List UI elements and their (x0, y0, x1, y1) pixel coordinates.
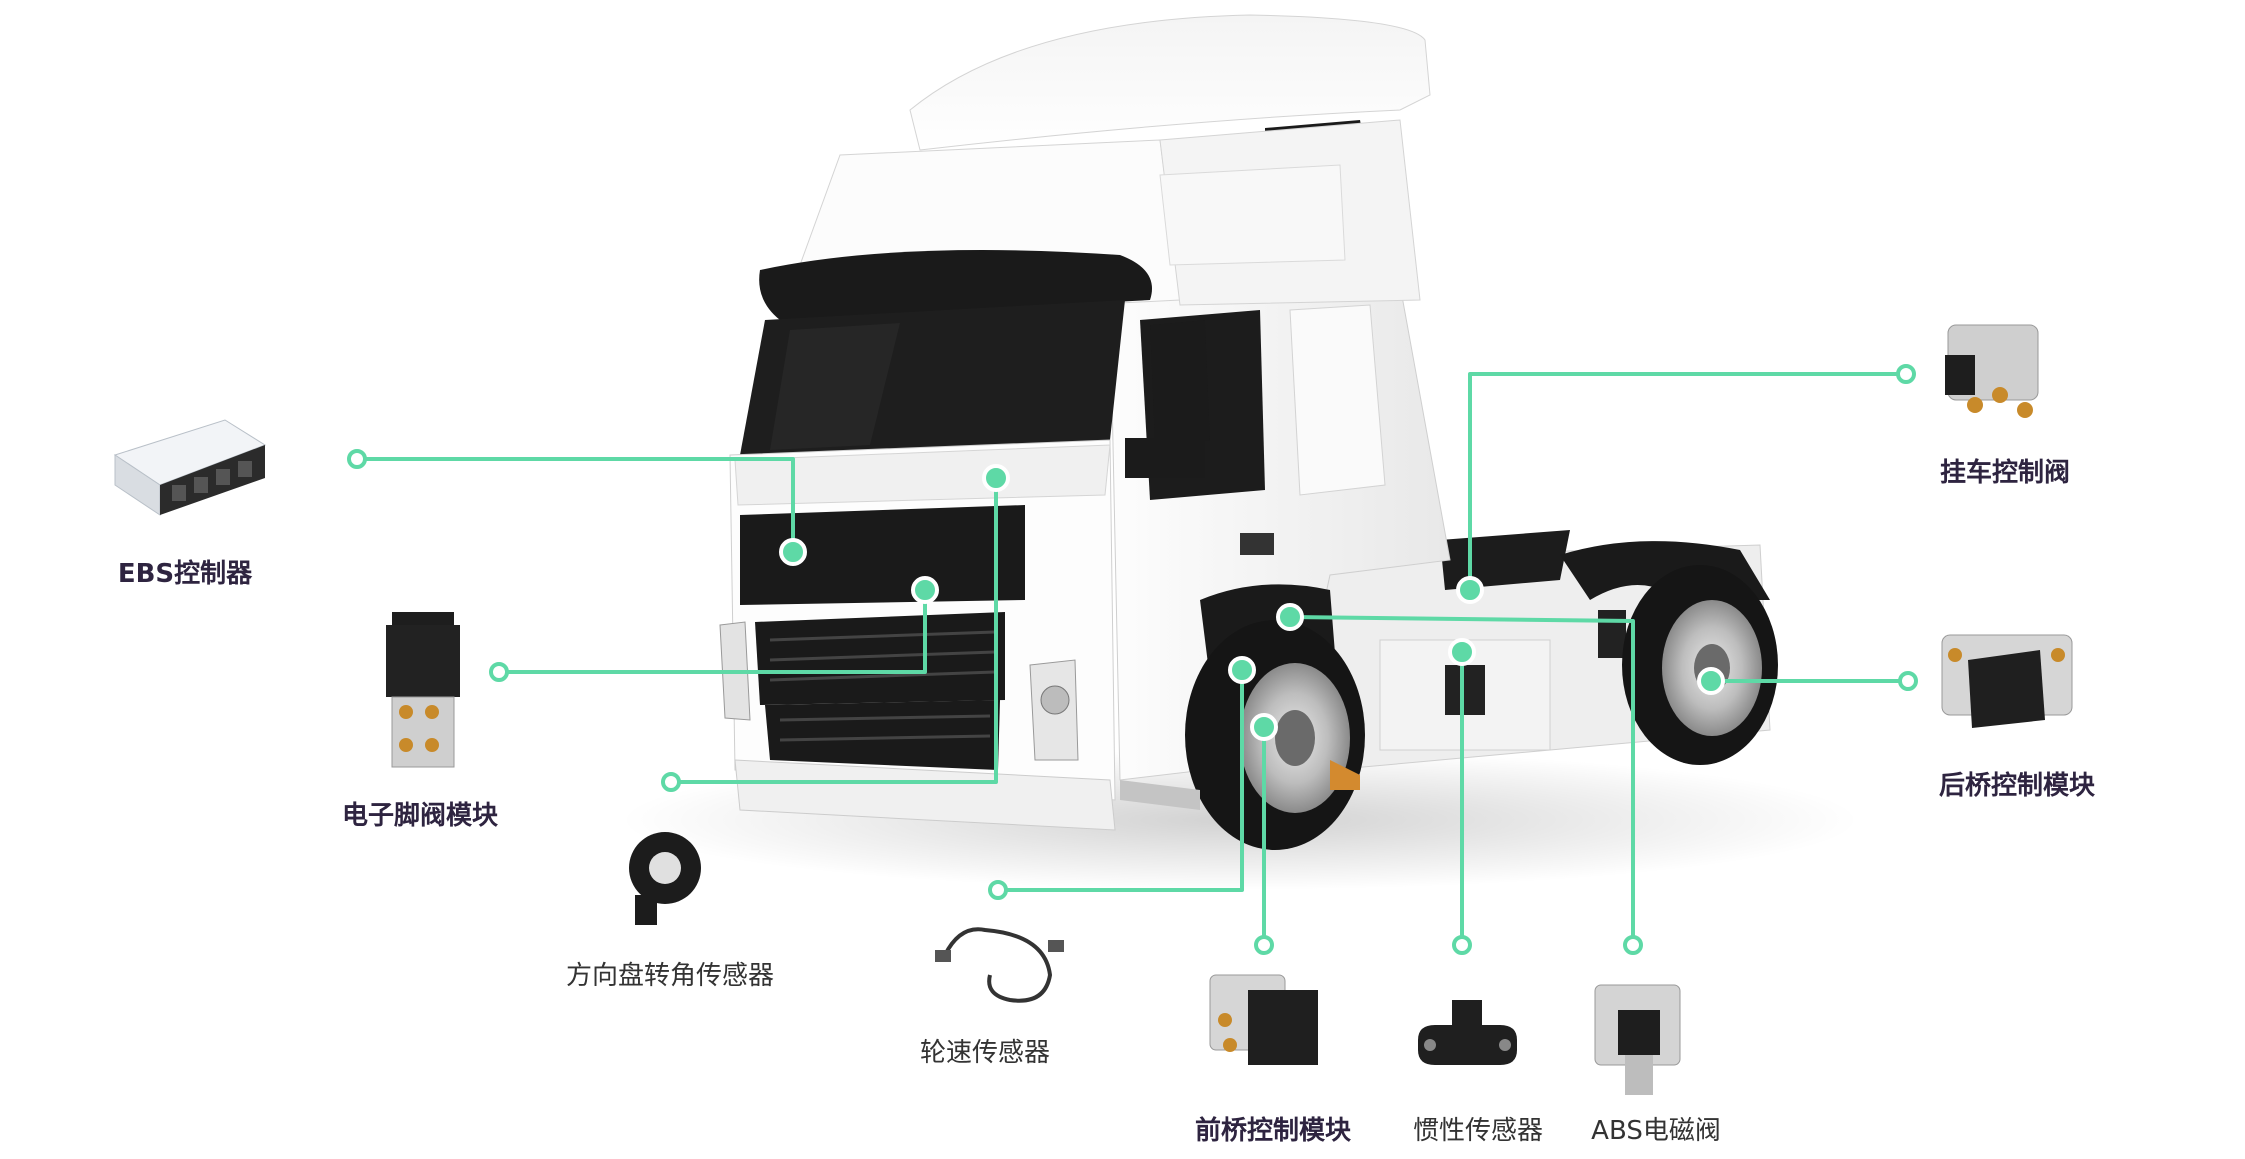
ebs-controller-image (113, 419, 267, 516)
label-abs-solenoid-valve: ABS电磁阀 (1591, 1116, 1721, 1146)
connector-lines (357, 372, 1908, 945)
hotspot-ebs-controller (779, 538, 807, 566)
front-axle-module-image (1209, 974, 1318, 1065)
hotspot-abs-solenoid-valve (1276, 603, 1304, 631)
hotspot-front-axle-module (1250, 713, 1278, 741)
label-steering-angle-sensor: 方向盘转角传感器 (565, 961, 775, 991)
label-ebs-controller: EBS控制器 (117, 559, 253, 589)
endpoint-wheel-speed-sensor (988, 880, 1008, 900)
connector-wheel-speed-sensor (998, 670, 1244, 892)
endpoint-trailer-control-valve (1896, 364, 1916, 384)
truck-illustration (719, 14, 1778, 850)
endpoint-rear-axle-module (1898, 671, 1918, 691)
endpoint-inertial-sensor (1452, 935, 1472, 955)
endpoint-abs-solenoid-valve (1623, 935, 1643, 955)
label-trailer-control-valve: 挂车控制阀 (1939, 458, 2071, 488)
hotspot-rear-axle-module (1697, 667, 1725, 695)
rear-axle-module-image (1941, 634, 2073, 728)
endpoint-electronic-foot-valve (489, 662, 509, 682)
connector-abs-solenoid-valve (1289, 615, 1635, 945)
inertial-sensor-image (1418, 1000, 1517, 1065)
hotspot-trailer-control-valve (1456, 576, 1484, 604)
abs-solenoid-valve-image (1594, 984, 1681, 1095)
hotspot-electronic-foot-valve (911, 576, 939, 604)
label-electronic-foot-valve: 电子脚阀模块 (341, 801, 499, 831)
endpoint-ebs-controller (347, 449, 367, 469)
connector-ebs-controller (357, 457, 795, 552)
label-rear-axle-module: 后桥控制模块 (1938, 771, 2096, 801)
connector-trailer-control-valve (1468, 372, 1906, 590)
connector-endpoints (347, 364, 1918, 955)
truck-hotspots (779, 464, 1725, 741)
endpoint-steering-angle-sensor (661, 772, 681, 792)
rear-wheel (1622, 565, 1778, 765)
hotspot-wheel-speed-sensor (1228, 656, 1256, 684)
label-front-axle-module: 前桥控制模块 (1194, 1116, 1352, 1146)
label-inertial-sensor: 惯性传感器 (1412, 1116, 1544, 1146)
connector-steering-angle-sensor (671, 478, 998, 784)
electronic-foot-valve-image (386, 612, 460, 768)
hotspot-inertial-sensor (1448, 638, 1476, 666)
hotspot-steering-angle-sensor (982, 464, 1010, 492)
wheel-speed-sensor-image (935, 927, 1064, 1003)
connector-electronic-foot-valve (499, 590, 927, 674)
trailer-control-valve-image (1945, 324, 2039, 418)
steering-angle-sensor-image (629, 832, 701, 925)
endpoint-front-axle-module (1254, 935, 1274, 955)
label-wheel-speed-sensor: 轮速传感器 (919, 1038, 1051, 1068)
